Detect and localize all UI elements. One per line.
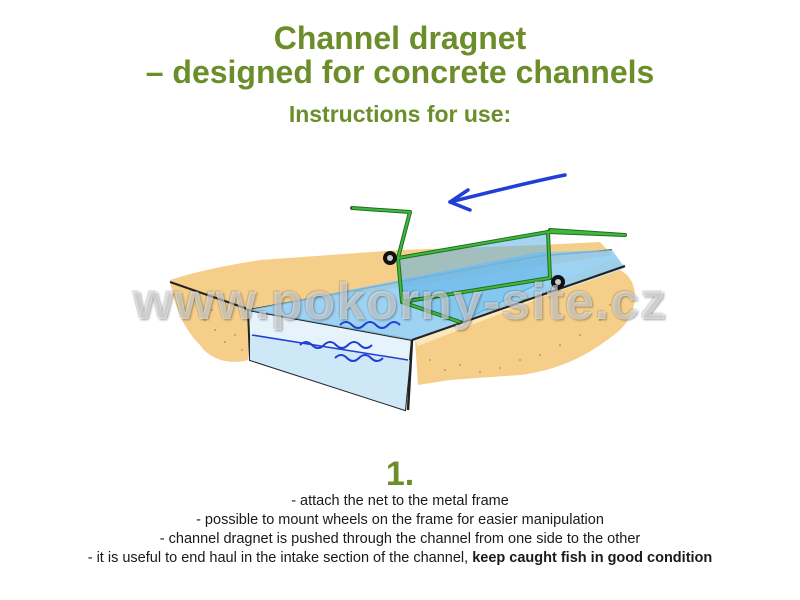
ground-stipple bbox=[204, 304, 611, 373]
channel-right-edge bbox=[406, 339, 414, 411]
wheel-icon bbox=[383, 251, 397, 265]
title-line-2: – designed for concrete channels bbox=[145, 54, 655, 90]
instruction-line: - channel dragnet is pushed through the … bbox=[159, 531, 641, 547]
channel-dragnet-illustration bbox=[169, 173, 635, 412]
instructions-list: - attach the net to the metal frame - po… bbox=[0, 492, 800, 568]
wave-3 bbox=[334, 354, 384, 362]
instruction-line-last: - it is useful to end haul in the intake… bbox=[0, 549, 800, 568]
wheel-icon bbox=[551, 275, 565, 289]
metal-frame-inner bbox=[351, 207, 626, 323]
ground-left bbox=[170, 242, 612, 362]
water-front-edge bbox=[251, 334, 409, 361]
step-number: 1. bbox=[385, 455, 415, 493]
ground-right bbox=[415, 270, 635, 385]
instruction-line: - attach the net to the metal frame bbox=[291, 493, 509, 509]
channel-right-top bbox=[411, 265, 626, 341]
instruction-line: - possible to mount wheels on the frame … bbox=[196, 512, 604, 528]
title-line-1: Channel dragnet bbox=[273, 20, 527, 56]
arrow-left-icon bbox=[448, 173, 567, 212]
instruction-emphasis: keep caught fish in good condition bbox=[472, 550, 713, 566]
wave-1 bbox=[339, 321, 401, 329]
instruction-text: - it is useful to end haul in the intake… bbox=[87, 550, 473, 566]
subtitle: Instructions for use: bbox=[288, 101, 512, 127]
wave-2 bbox=[299, 341, 373, 349]
